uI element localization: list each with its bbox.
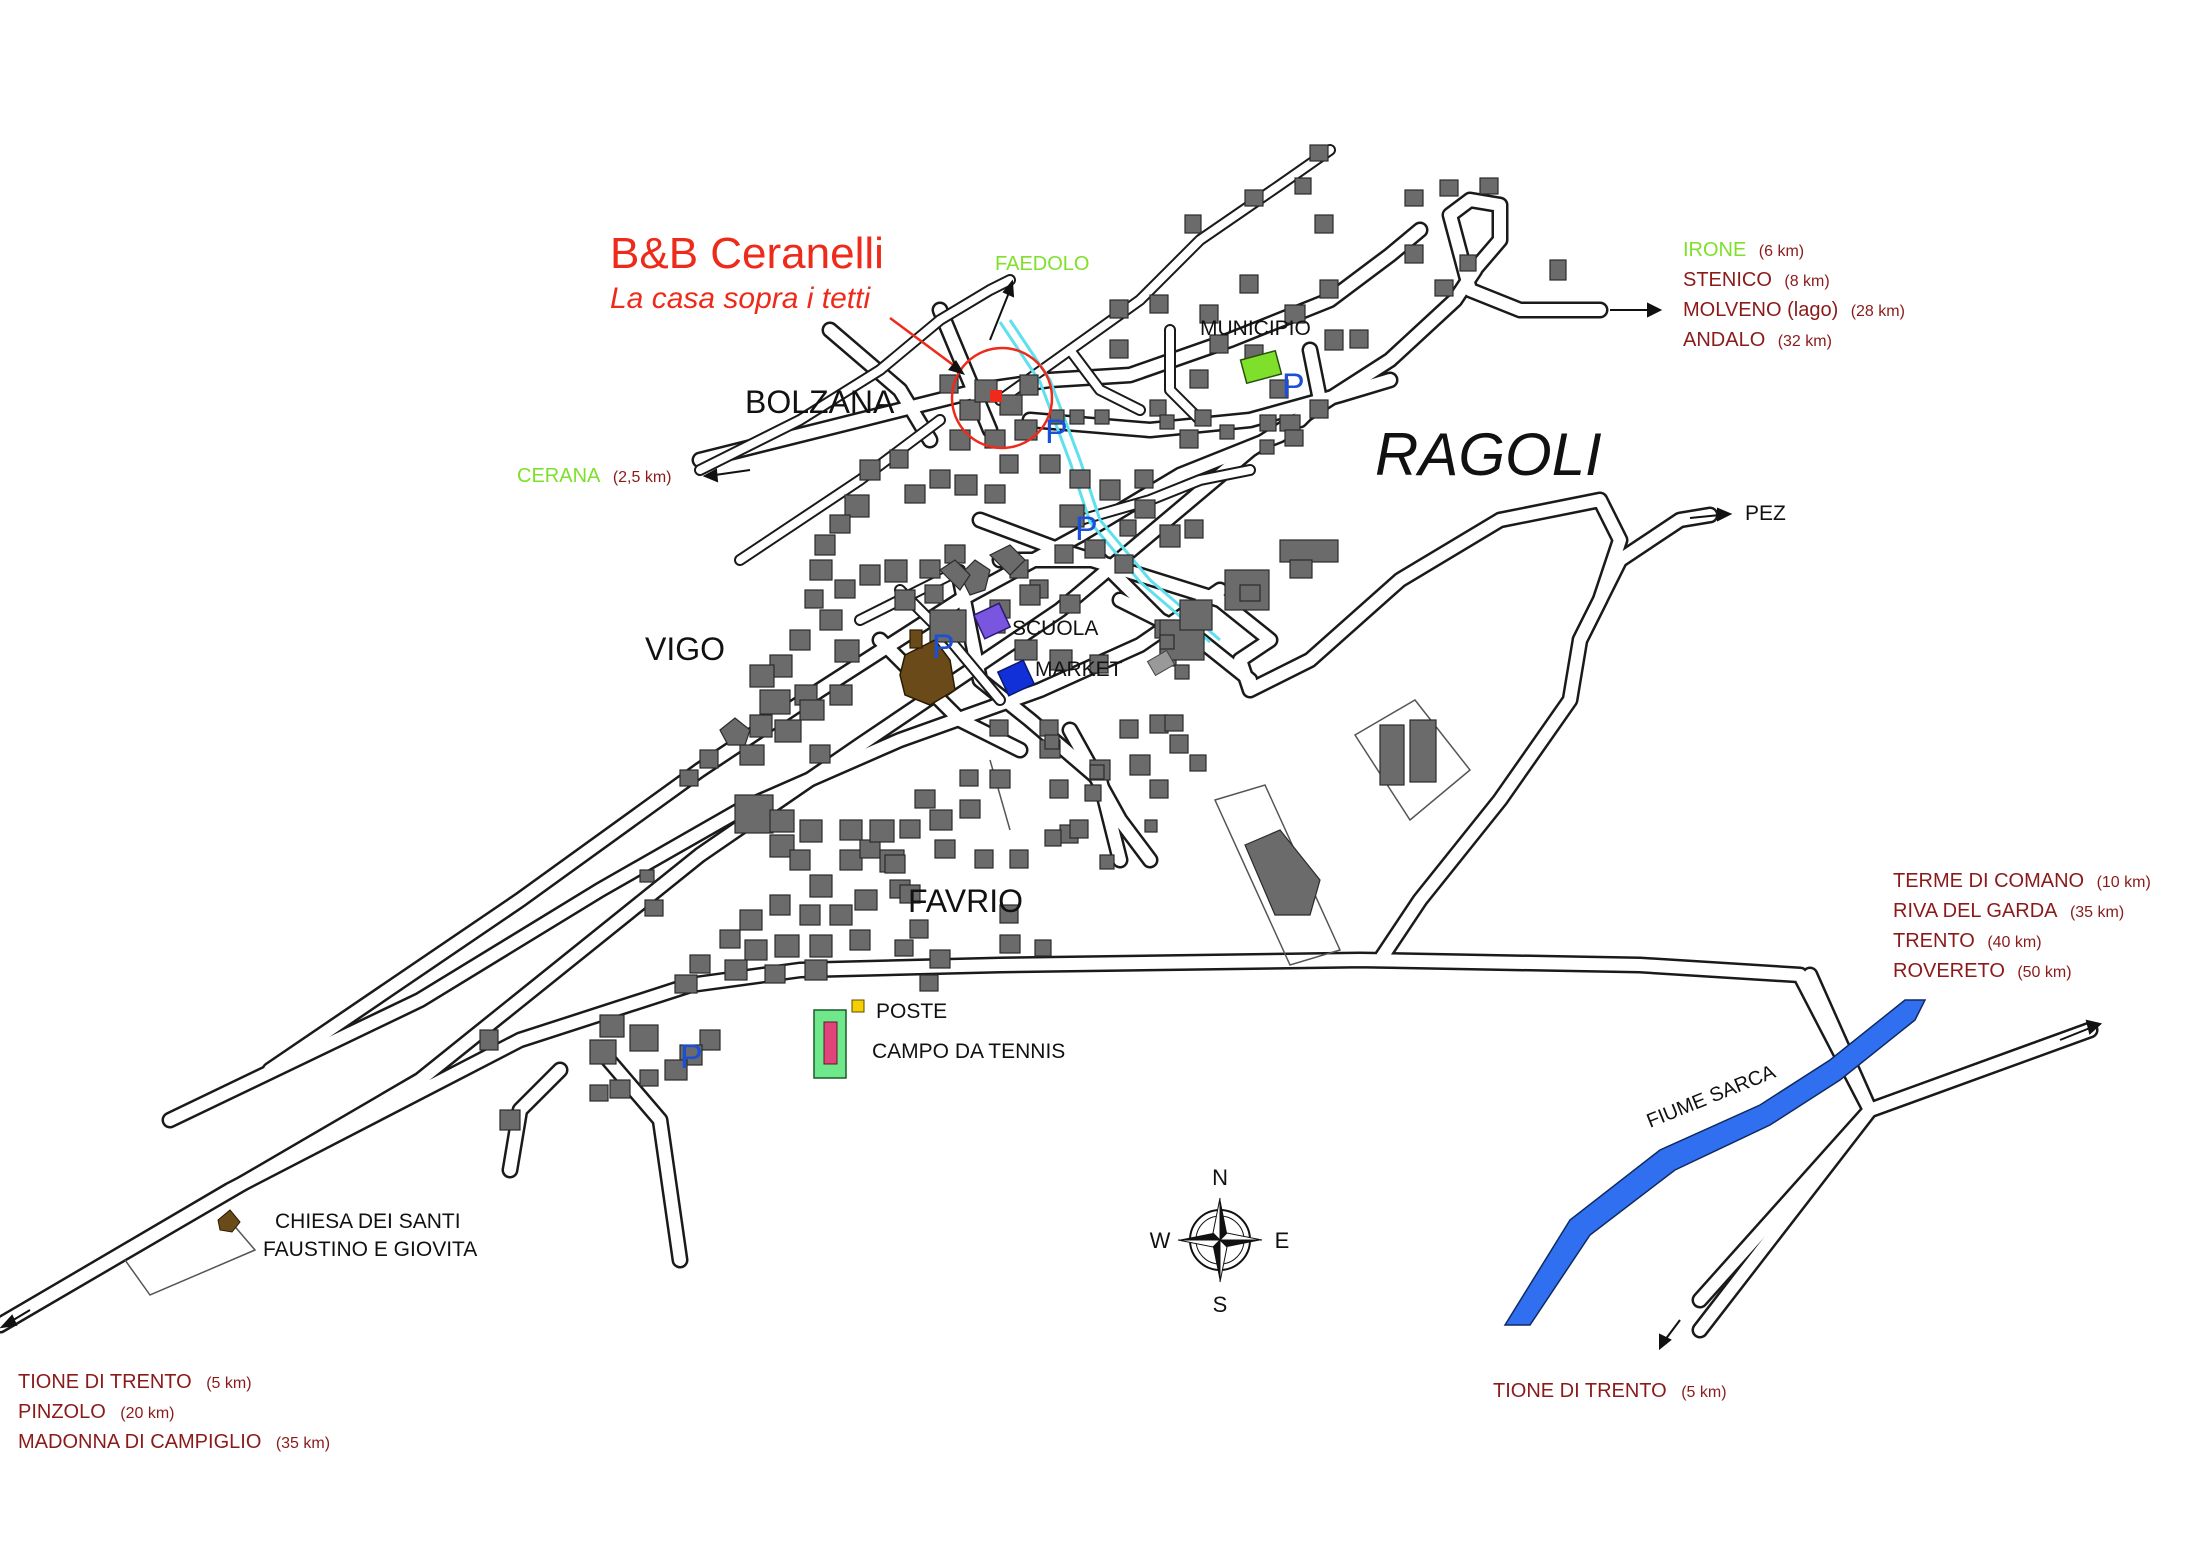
place-vigo: VIGO: [645, 631, 725, 667]
dest-e-2: TRENTO (40 km): [1893, 930, 2042, 952]
place-municipio: MUNICIPIO: [1200, 317, 1311, 340]
compass-n: N: [1212, 1165, 1228, 1190]
compass-s: S: [1213, 1292, 1228, 1317]
place-market: MARKET: [1035, 658, 1123, 681]
dest-sw-2-name: MADONNA DI CAMPIGLIO: [18, 1431, 261, 1453]
gray-warehouse-icon: [1146, 649, 1176, 677]
dest-ne-1-dist: (8 km): [1784, 273, 1829, 290]
compass-w: W: [1150, 1228, 1171, 1253]
church-icon: [899, 629, 956, 706]
poste-building-icon: [851, 999, 865, 1013]
dest-e-0-dist: (10 km): [2097, 874, 2151, 891]
place-poste: POSTE: [876, 1000, 947, 1023]
map-subtitle: La casa sopra i tetti: [610, 282, 871, 315]
place-tennis: CAMPO DA TENNIS: [872, 1040, 1065, 1063]
river-sarca: [1503, 999, 1927, 1326]
dest-ne-1-name: STENICO: [1683, 269, 1772, 291]
dest-e-1: RIVA DEL GARDA (35 km): [1893, 900, 2124, 922]
parking-2: P: [1075, 510, 1098, 548]
parking-3: P: [1282, 367, 1305, 405]
dest-sw-1-name: PINZOLO: [18, 1401, 106, 1423]
place-church-line1: CHIESA DEI SANTI: [275, 1210, 461, 1233]
bb-ceranelli-marker[interactable]: [889, 316, 1054, 450]
dest-e-2-name: TRENTO: [1893, 930, 1975, 952]
dest-e-3-dist: (50 km): [2017, 964, 2071, 981]
place-scuola: SCUOLA: [1012, 617, 1098, 640]
place-favrio: FAVRIO: [908, 883, 1023, 919]
dest-sw-0: TIONE DI TRENTO (5 km): [18, 1371, 252, 1393]
dest-ne-3-name: ANDALO: [1683, 329, 1765, 351]
place-faedolo: FAEDOLO: [995, 253, 1089, 275]
dest-ne-0-name: IRONE: [1683, 239, 1746, 261]
church-santi-icon: [217, 1209, 241, 1233]
place-pez: PEZ: [1745, 502, 1786, 525]
place-bolzana: BOLZANA: [745, 384, 895, 420]
dest-ne-2-dist: (28 km): [1851, 303, 1905, 320]
map-title: B&B Ceranelli: [610, 229, 884, 278]
dest-ne-0-dist: (6 km): [1759, 243, 1804, 260]
place-church-line2: FAUSTINO E GIOVITA: [263, 1238, 477, 1261]
parking-1: P: [1045, 413, 1068, 451]
dest-ne-1: STENICO (8 km): [1683, 269, 1830, 291]
dest-ne-2-name: MOLVENO (lago): [1683, 299, 1838, 321]
dest-ne-2: MOLVENO (lago) (28 km): [1683, 299, 1905, 321]
compass-e: E: [1275, 1228, 1290, 1253]
dest-e-3: ROVERETO (50 km): [1893, 960, 2072, 982]
school-building-icon: [972, 602, 1012, 640]
dest-e-0-name: TERME DI COMANO: [1893, 870, 2084, 892]
parking-4: P: [932, 628, 955, 666]
dest-sw-0-name: TIONE DI TRENTO: [18, 1371, 192, 1393]
parking-5: P: [680, 1038, 703, 1076]
dest-ne-0: IRONE (6 km): [1683, 239, 1804, 261]
market-building-icon: [996, 659, 1036, 697]
municipio-building-icon: [1239, 349, 1283, 385]
direction-arrows: [0, 279, 2103, 1351]
town-name: RAGOLI: [1375, 421, 1602, 488]
dest-s-0-dist: (5 km): [1681, 1384, 1726, 1401]
dest-sw-1-dist: (20 km): [120, 1405, 174, 1422]
dest-ne-3: ANDALO (32 km): [1683, 329, 1832, 351]
dest-e-1-name: RIVA DEL GARDA: [1893, 900, 2058, 922]
dest-e-3-name: ROVERETO: [1893, 960, 2005, 982]
dest-e-0: TERME DI COMANO (10 km): [1893, 870, 2151, 892]
dest-e-1-dist: (35 km): [2070, 904, 2124, 921]
dest-e-2-dist: (40 km): [1987, 934, 2041, 951]
dest-sw-1: PINZOLO (20 km): [18, 1401, 174, 1423]
dest-s-0-name: TIONE DI TRENTO: [1493, 1380, 1667, 1402]
dest-ne-3-dist: (32 km): [1778, 333, 1832, 350]
dest-sw-0-dist: (5 km): [206, 1375, 251, 1392]
dest-s-0: TIONE DI TRENTO (5 km): [1493, 1380, 1727, 1402]
compass-rose-icon: N S E W: [1150, 1165, 1290, 1317]
dest-sw-2-dist: (35 km): [276, 1435, 330, 1452]
road-network: [0, 144, 2099, 1339]
dest-cerana: CERANA (2,5 km): [517, 465, 671, 487]
buildings: [479, 144, 1567, 1131]
dest-cerana-name: CERANA: [517, 465, 601, 487]
dest-sw-2: MADONNA DI CAMPIGLIO (35 km): [18, 1431, 330, 1453]
tennis-court-icon: [823, 1021, 838, 1065]
dest-cerana-dist: (2,5 km): [613, 469, 672, 486]
